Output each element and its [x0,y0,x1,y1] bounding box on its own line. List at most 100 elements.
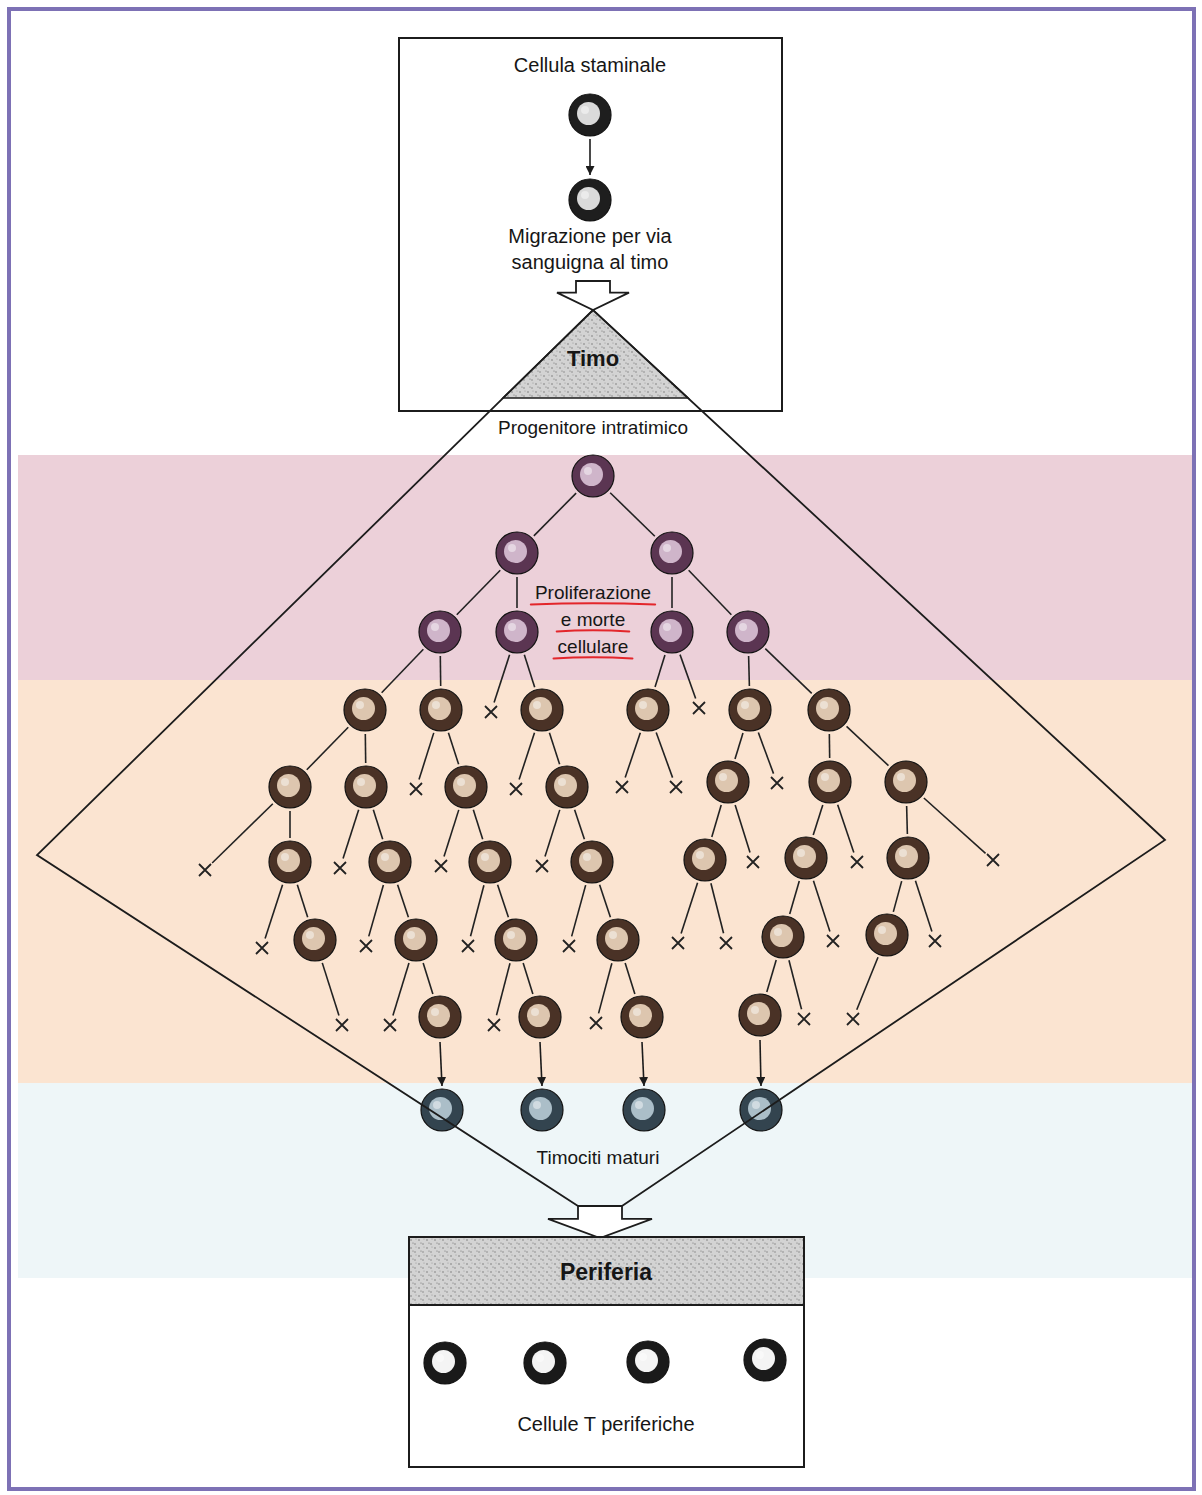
lineage-line [893,881,901,912]
cell-membrane [684,839,726,881]
cell-icon [495,919,537,961]
lineage-line [519,733,534,780]
cell-highlight [899,849,907,857]
cell-highlight [583,853,591,861]
thymus-diamond-outline [37,310,1165,1206]
cell-membrane [885,761,927,803]
cell-death-mark [256,942,268,954]
cell-death-mark [672,937,684,949]
cell-death-mark [847,1013,859,1025]
cell-highlight [639,1353,647,1361]
cell-membrane [887,837,929,879]
lineage-line [813,805,823,835]
cell-membrane [739,994,781,1036]
cell-highlight [897,773,905,781]
cell-icon [421,1089,463,1131]
cell-membrane [651,532,693,574]
band-fill [410,1238,803,1306]
cell-icon [521,689,563,731]
cell-death-mark [720,937,732,949]
cell-death-mark [199,864,211,876]
cell-tree [199,94,999,1384]
cell-membrane [785,837,827,879]
cell-icon [569,94,611,136]
cell-membrane [269,766,311,808]
cell-highlight [457,778,465,786]
cell-nucleus [532,1350,555,1373]
cell-membrane [524,1342,566,1384]
cell-highlight [356,701,364,709]
cell-death-mark [384,1019,396,1031]
lineage-line [473,810,482,839]
lineage-line [365,734,367,763]
cell-highlight [508,623,516,631]
lineage-line [924,798,986,853]
cell-highlight [639,701,647,709]
box-title: Cellula staminale [514,52,666,78]
cell-nucleus [504,619,527,642]
cell-nucleus [352,697,375,720]
cell-highlight [751,1006,759,1014]
cell-membrane [344,689,386,731]
lineage-line [838,805,854,853]
cell-death-mark [827,935,839,947]
cell-death-mark [488,1019,500,1031]
lineage-line [534,493,576,536]
lineage-line [497,963,510,1015]
cell-membrane [495,919,537,961]
cell-membrane [727,611,769,653]
step-arrow [540,1042,542,1086]
page-frame [9,9,1194,1489]
cell-nucleus [735,619,758,642]
cell-icon [524,1342,566,1384]
cell-death-mark [435,860,447,872]
cell-highlight [281,778,289,786]
cell-nucleus [579,849,602,872]
cell-icon [419,996,461,1038]
band-border [410,1304,803,1306]
cell-highlight [821,773,829,781]
red-underline [554,657,633,658]
cell-death-mark [693,702,705,714]
cell-highlight [533,1101,541,1109]
cell-nucleus [816,697,839,720]
cell-death-mark [929,935,941,947]
cell-nucleus [737,697,760,720]
lineage-line [748,656,750,686]
lineage-line [322,963,339,1016]
cell-membrane [744,1339,786,1381]
cell-icon [419,611,461,653]
cell-highlight [633,1008,641,1016]
cell-nucleus [659,540,682,563]
cell-nucleus [529,1097,552,1120]
cell-nucleus [635,1349,658,1372]
cell-death-mark [798,1013,810,1025]
cell-highlight [533,701,541,709]
cell-membrane [294,919,336,961]
region-label: Periferia [560,1259,652,1285]
cell-membrane [571,841,613,883]
cell-membrane [519,996,561,1038]
cell-death-mark [590,1017,602,1029]
cell-icon [785,837,827,879]
cell-nucleus [277,849,300,872]
cell-icon [627,1341,669,1383]
cell-nucleus [580,463,603,486]
cell-membrane [809,761,851,803]
hollow-arrow [548,1206,652,1238]
lineage-line [789,960,802,1009]
lineage-line [829,734,831,758]
lineage-line [549,733,559,764]
lineage-line [419,733,434,780]
cell-icon [684,839,726,881]
cell-membrane [546,766,588,808]
cell-nucleus [817,769,840,792]
lineage-line [689,570,732,614]
cell-nucleus [302,927,325,950]
cell-membrane [419,611,461,653]
lineage-line [847,726,889,765]
cell-death-mark [336,1019,348,1031]
lineage-line [289,811,291,838]
cell-membrane [569,179,611,221]
